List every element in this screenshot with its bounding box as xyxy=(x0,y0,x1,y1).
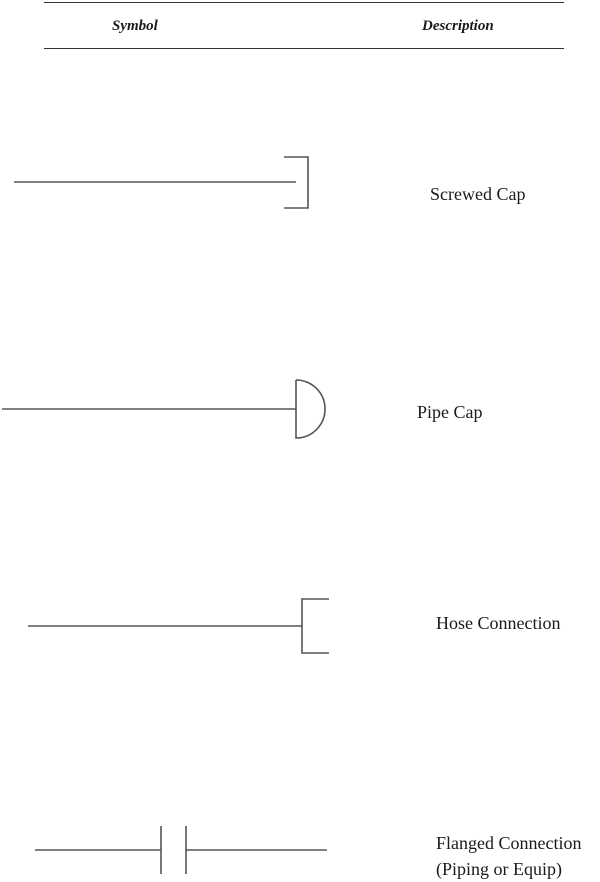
screwed-cap-description: Screwed Cap xyxy=(430,184,526,204)
screwed-cap-icon xyxy=(14,156,309,209)
symbol-column-header: Symbol xyxy=(112,18,158,34)
flanged-connection-description-line-1: Flanged Connection xyxy=(436,833,582,853)
description-column-header: Description xyxy=(422,18,494,34)
flanged-connection-icon xyxy=(35,826,327,874)
hose-connection-icon xyxy=(28,598,329,654)
pipe-cap-icon xyxy=(2,379,326,439)
header-top-rule xyxy=(44,2,564,3)
header-bottom-rule xyxy=(44,48,564,49)
flanged-connection-description-line-2: (Piping or Equip) xyxy=(436,859,562,879)
pipe-cap-description: Pipe Cap xyxy=(417,402,483,422)
hose-connection-description: Hose Connection xyxy=(436,613,561,633)
flanged-connection-description: Flanged Connection (Piping or Equip) xyxy=(436,830,581,882)
